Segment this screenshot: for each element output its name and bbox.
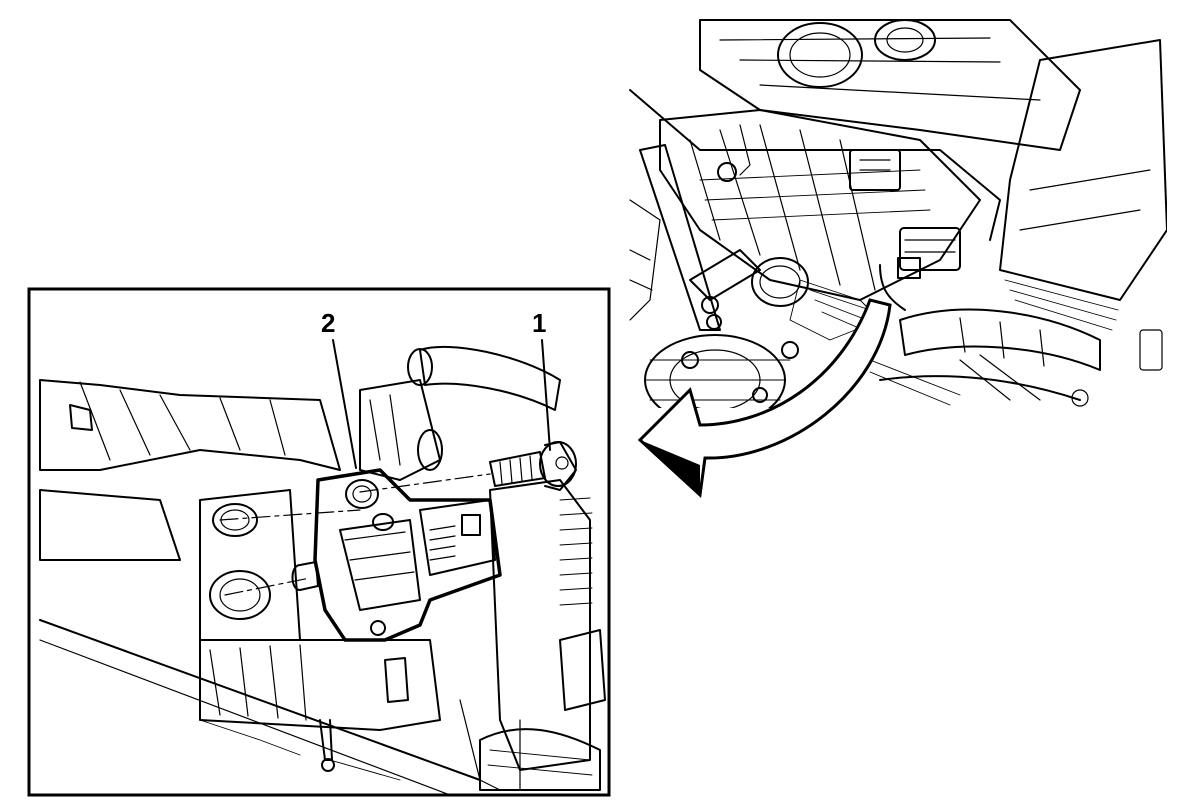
callout-label-1: 1 [532, 308, 546, 338]
air-cleaner-box [999, 39, 1167, 331]
direction-arrow [637, 298, 892, 499]
accessory-pulley [644, 334, 791, 408]
engine-casting [39, 379, 341, 561]
overview-detail [629, 124, 1163, 407]
overview-sensor [849, 149, 961, 311]
callout-label-2: 2 [321, 308, 335, 338]
lower-housing [199, 639, 441, 772]
callout-group: 1 2 [321, 308, 551, 469]
support-bracket [629, 89, 1001, 331]
bolt [489, 441, 577, 491]
ribbed-housing [479, 479, 606, 791]
alignment-lines [219, 473, 491, 596]
throttle-body-area [359, 379, 443, 481]
callout-1: 1 [532, 308, 551, 451]
pressure-sensor [291, 468, 502, 642]
engine-bay-overview [627, 18, 1167, 408]
detail-view [27, 287, 611, 797]
callout-2: 2 [321, 308, 357, 469]
lower-frame [39, 619, 501, 794]
coolant-pipe [407, 345, 561, 411]
intake-manifold [659, 109, 981, 301]
engine-cover [699, 19, 1081, 151]
